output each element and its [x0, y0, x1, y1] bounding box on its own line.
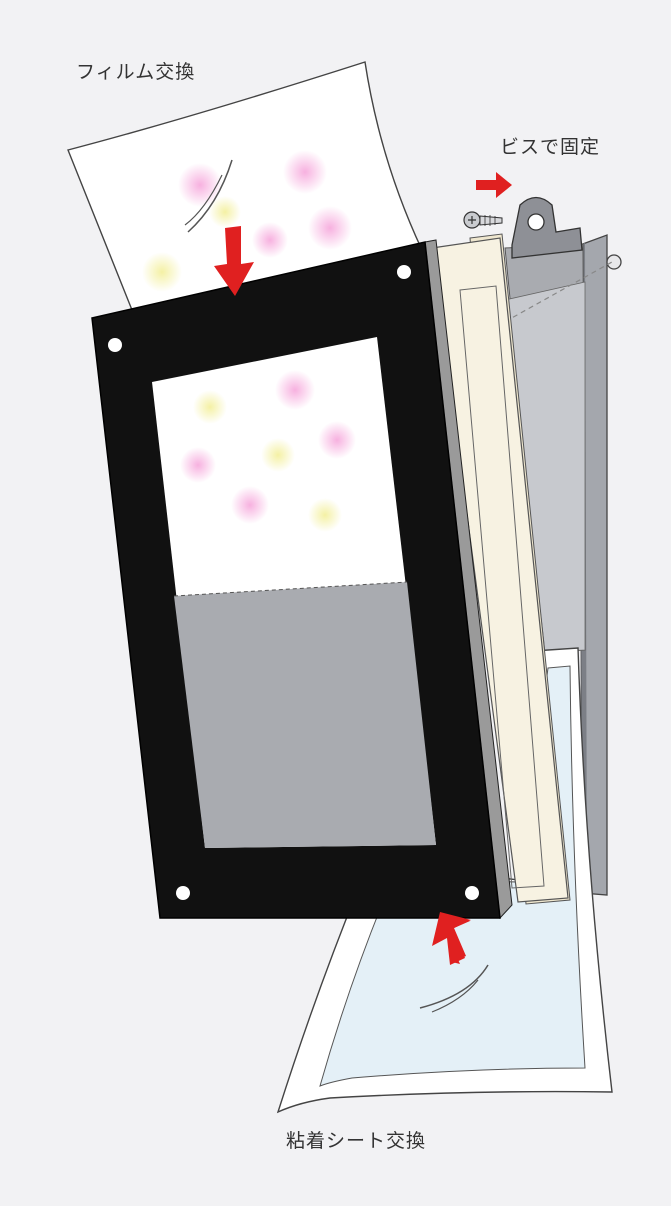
arrow-right-icon: [476, 172, 512, 198]
adhesive-sheet-exchange-label: 粘着シート交換: [286, 1126, 426, 1153]
screw-bracket: [512, 198, 582, 259]
screw-fix-label: ビスで固定: [500, 132, 600, 159]
screw-icon: [464, 212, 502, 228]
film-exchange-label: フィルム交換: [76, 57, 195, 84]
back-mounting-bar: [580, 235, 621, 895]
